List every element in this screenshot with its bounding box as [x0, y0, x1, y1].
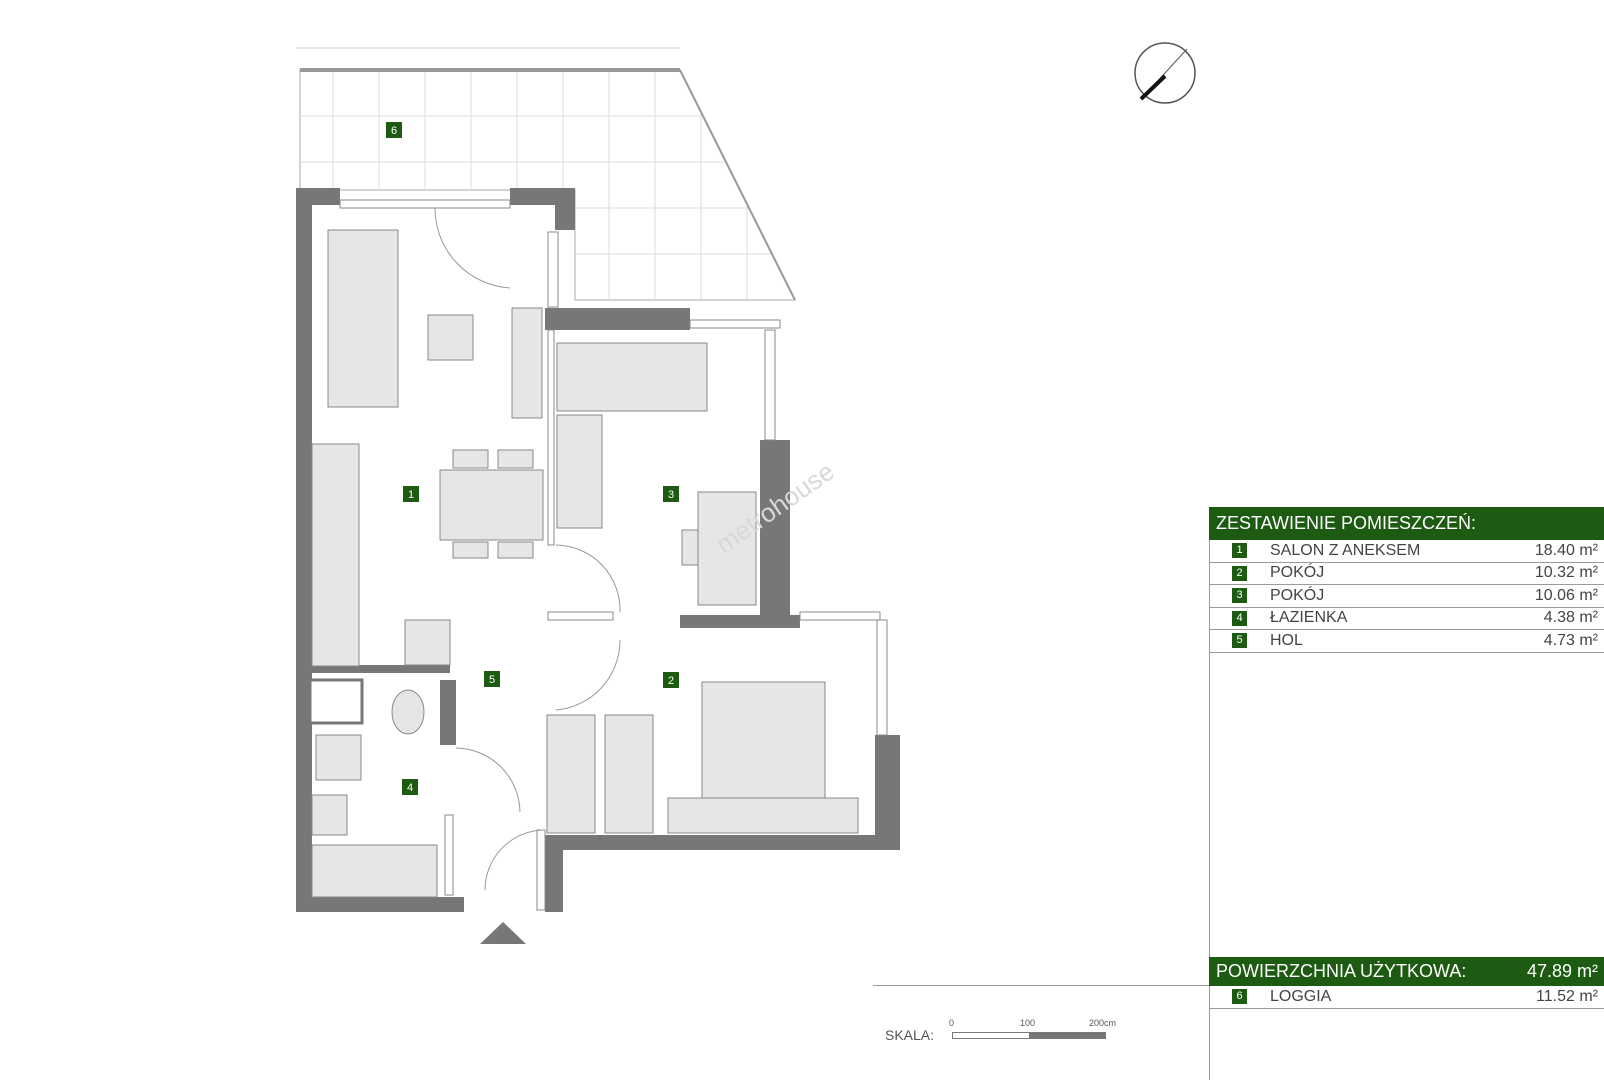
scale-segment: [952, 1032, 1031, 1039]
room-number-badge: 3: [1232, 588, 1247, 604]
scale-tick: 200cm: [1089, 1018, 1117, 1028]
room-area: 11.52 m²: [1536, 987, 1598, 1005]
room-number-badge: 2: [1232, 565, 1247, 581]
room-name: ŁAZIENKA: [1270, 609, 1348, 627]
room-area: 10.06 m²: [1534, 586, 1598, 604]
furniture: [308, 229, 859, 898]
room-name: POKÓJ: [1270, 564, 1325, 582]
room-area: 10.32 m²: [1534, 564, 1598, 582]
room-label-3: 3: [668, 489, 674, 501]
room-number-badge: 6: [1232, 989, 1247, 1005]
rooms-table-title: ZESTAWIENIE POMIESZCZEŃ:: [1209, 507, 1604, 540]
room-name: POKÓJ: [1270, 586, 1325, 604]
room-area: 4.73 m²: [1543, 631, 1598, 649]
room-label-2: 2: [668, 675, 674, 687]
usable-area-label: POWIERZCHNIA UŻYTKOWA:: [1216, 961, 1467, 981]
room-label-1: 1: [408, 489, 414, 501]
room-number-badge: 5: [1232, 633, 1247, 649]
table-row: 5 HOL 4.73 m²: [1209, 630, 1604, 653]
room-label-6: 6: [391, 125, 397, 137]
room-name: SALON Z ANEKSEM: [1270, 541, 1421, 559]
table-row: 4 ŁAZIENKA 4.38 m²: [1209, 608, 1604, 630]
room-area: 4.38 m²: [1543, 609, 1598, 627]
room-label-5: 5: [489, 674, 495, 686]
scale-tick: 0: [949, 1018, 955, 1028]
room-number-badge: 1: [1232, 543, 1247, 559]
scale-label: SKALA:: [885, 1027, 935, 1043]
table-row: 3 POKÓJ 10.06 m²: [1209, 585, 1604, 608]
usable-area: POWIERZCHNIA UŻYTKOWA:47.89 m² 6 LOGGIA …: [1209, 957, 1604, 1009]
door-swings: [434, 207, 621, 891]
scale-tick: 100: [1020, 1018, 1036, 1028]
loggia: [296, 47, 796, 301]
room-name: LOGGIA: [1270, 987, 1332, 1005]
room-labels: 1 2 3 4 5 6: [386, 122, 679, 795]
divider-line: [873, 985, 1209, 986]
panel-divider: [1209, 507, 1210, 1080]
table-row: 1 SALON Z ANEKSEM 18.40 m²: [1209, 540, 1604, 563]
walls: [296, 188, 900, 912]
windows: [339, 199, 888, 911]
room-name: HOL: [1270, 631, 1303, 649]
north-arrow-icon: [1134, 42, 1196, 104]
room-area: 18.40 m²: [1534, 541, 1598, 559]
room-label-4: 4: [407, 782, 413, 794]
room-number-badge: 4: [1232, 610, 1247, 626]
usable-area-value: 47.89 m²: [1526, 961, 1598, 981]
scale-segment: [1029, 1032, 1106, 1039]
rooms-table: ZESTAWIENIE POMIESZCZEŃ: 1 SALON Z ANEKS…: [1209, 507, 1604, 653]
entrance-triangle-icon: [480, 922, 526, 944]
table-row: 2 POKÓJ 10.32 m²: [1209, 563, 1604, 585]
